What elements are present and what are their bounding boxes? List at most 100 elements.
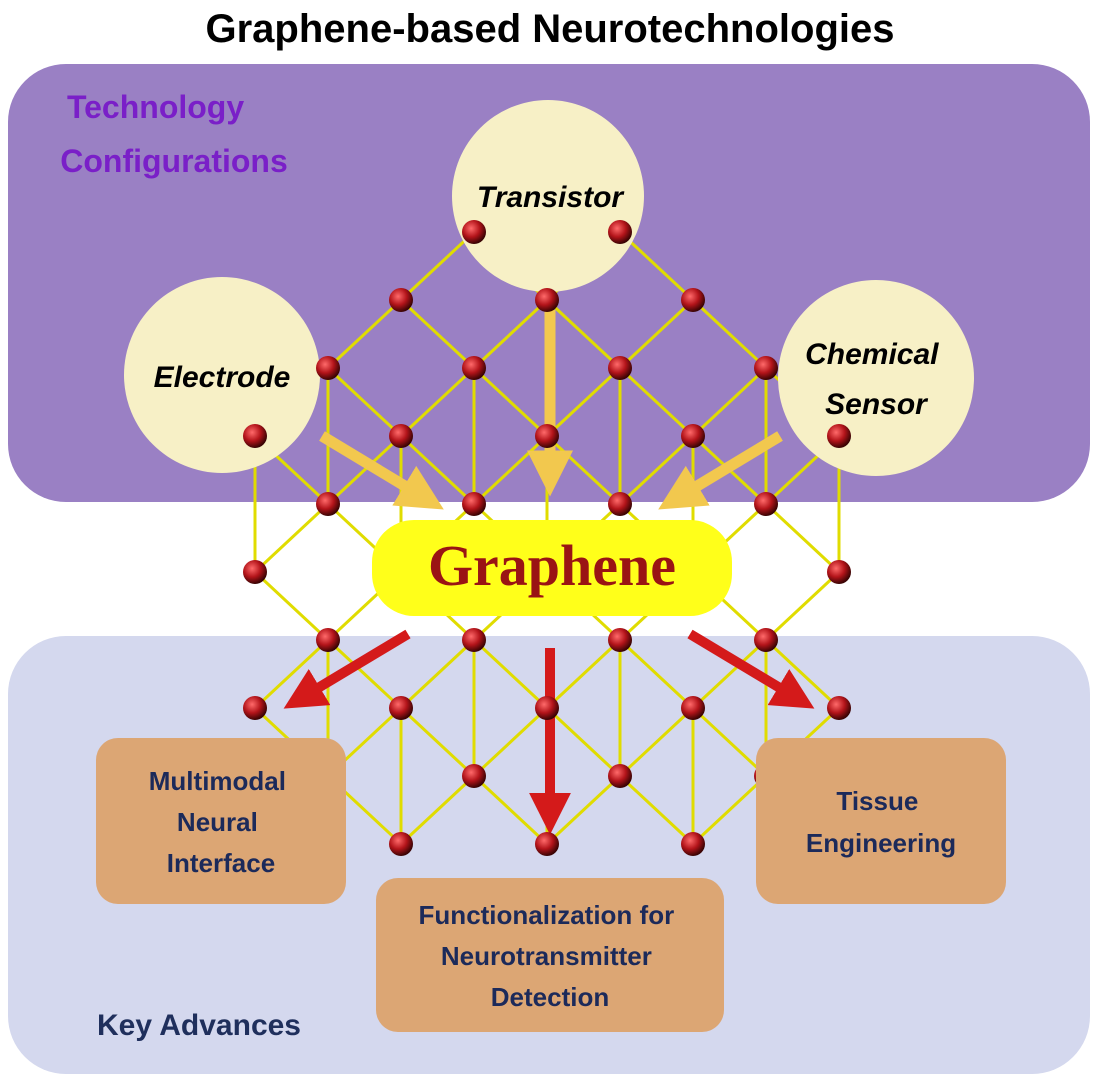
lattice-bond: [399, 298, 476, 370]
chemical-sensor-circle: [778, 280, 974, 476]
technology-configurations-label: Technology Configurations: [60, 89, 288, 179]
diagram-title: Graphene-based Neurotechnologies: [205, 7, 894, 51]
lattice-bond: [399, 706, 476, 778]
lattice-atom: [316, 492, 340, 516]
lattice-bond: [618, 230, 695, 302]
lattice-atom: [608, 628, 632, 652]
lattice-bond: [472, 434, 549, 506]
functionalization-line2: Neurotransmitter: [441, 941, 652, 971]
tissue-engineering-label: Tissue Engineering: [806, 786, 956, 858]
lattice-atom: [681, 424, 705, 448]
chemical-sensor-line2: Sensor: [825, 388, 929, 421]
multimodal-interface-box: [96, 738, 346, 904]
lattice-atom: [535, 832, 559, 856]
lattice-bond: [472, 706, 549, 778]
lattice-bond: [399, 366, 476, 438]
lattice-bond: [545, 366, 622, 438]
lattice-bond: [691, 298, 768, 370]
lattice-bond: [326, 638, 403, 710]
technology-label-line2: Configurations: [60, 143, 288, 179]
arrow-graphene-to-multimodal: [283, 629, 411, 709]
transistor-circle: [452, 100, 644, 292]
lattice-atom: [462, 492, 486, 516]
functionalization-line1: Functionalization for: [419, 900, 675, 930]
lattice-atom: [754, 356, 778, 380]
multimodal-line3: Interface: [167, 848, 275, 878]
functionalization-box: [376, 878, 724, 1032]
tissue-line2: Engineering: [806, 828, 956, 858]
lattice-bond: [326, 434, 403, 506]
lattice-bond: [326, 366, 403, 438]
lattice-bond: [399, 774, 476, 846]
lattice-bond: [253, 502, 330, 574]
lattice-bond: [764, 502, 841, 574]
lattice-atom: [608, 220, 632, 244]
lattice-atom: [608, 764, 632, 788]
lattice-atom: [243, 696, 267, 720]
lattice-bond: [691, 638, 768, 710]
electrode-label: Electrode: [154, 361, 291, 394]
chemical-sensor-line1: Chemical: [805, 338, 939, 371]
lattice-atom: [535, 696, 559, 720]
lattice-bond: [545, 434, 622, 506]
arrow-chemical-sensor-to-graphene: [658, 431, 783, 510]
lattice-atom: [243, 424, 267, 448]
tissue-engineering-box: [756, 738, 1006, 904]
lattice-atom: [389, 424, 413, 448]
lattice-bond: [253, 570, 330, 642]
lattice-atom: [827, 424, 851, 448]
lattice-atom: [681, 832, 705, 856]
lattice-bond: [764, 570, 841, 642]
graphene-center-label: Graphene: [428, 533, 676, 598]
multimodal-line1: Multimodal: [149, 766, 286, 796]
lattice-bond: [472, 366, 549, 438]
lattice-atom: [754, 492, 778, 516]
multimodal-line2: Neural: [177, 807, 258, 837]
transistor-label: Transistor: [477, 181, 625, 214]
technology-label-line1: Technology: [67, 89, 244, 125]
lattice-atom: [462, 628, 486, 652]
lattice-atom: [316, 628, 340, 652]
lattice-bond: [618, 706, 695, 778]
lattice-bond: [691, 366, 768, 438]
lattice-atom: [462, 220, 486, 244]
graphene-center-box: [372, 520, 732, 616]
functionalization-line3: Detection: [491, 982, 609, 1012]
lattice-bond: [618, 774, 695, 846]
lattice-bond: [545, 638, 622, 710]
lattice-atom: [608, 356, 632, 380]
lattice-bond: [545, 298, 622, 370]
lattice-atom: [462, 356, 486, 380]
lattice-bond: [691, 774, 768, 846]
lattice-atom: [754, 628, 778, 652]
lattice-bond: [618, 434, 695, 506]
electrode-circle: [124, 277, 320, 473]
lattice-bond: [472, 298, 549, 370]
lattice-atom: [462, 764, 486, 788]
lattice-bond: [691, 706, 768, 778]
lattice-bond: [399, 638, 476, 710]
lattice-atom: [535, 288, 559, 312]
lattice-bond: [618, 298, 695, 370]
lattice-atom: [827, 560, 851, 584]
functionalization-label: Functionalization for Neurotransmitter D…: [419, 900, 682, 1012]
lattice-atom: [389, 288, 413, 312]
key-advances-label: Key Advances: [97, 1009, 301, 1042]
lattice-atom: [389, 696, 413, 720]
lattice-atom: [243, 560, 267, 584]
lattice-bond: [618, 366, 695, 438]
arrow-electrode-to-graphene: [319, 431, 444, 510]
lattice-atom: [535, 424, 559, 448]
lattice-bond: [399, 230, 476, 302]
lattice-atom: [681, 288, 705, 312]
lattice-bond: [326, 298, 403, 370]
lattice-bond: [618, 638, 695, 710]
chemical-sensor-label: Chemical Sensor: [805, 338, 947, 421]
lattice-atom: [389, 832, 413, 856]
lattice-bond: [472, 638, 549, 710]
lattice-atom: [827, 696, 851, 720]
lattice-atom: [316, 356, 340, 380]
tissue-line1: Tissue: [836, 786, 918, 816]
lattice-atom: [681, 696, 705, 720]
